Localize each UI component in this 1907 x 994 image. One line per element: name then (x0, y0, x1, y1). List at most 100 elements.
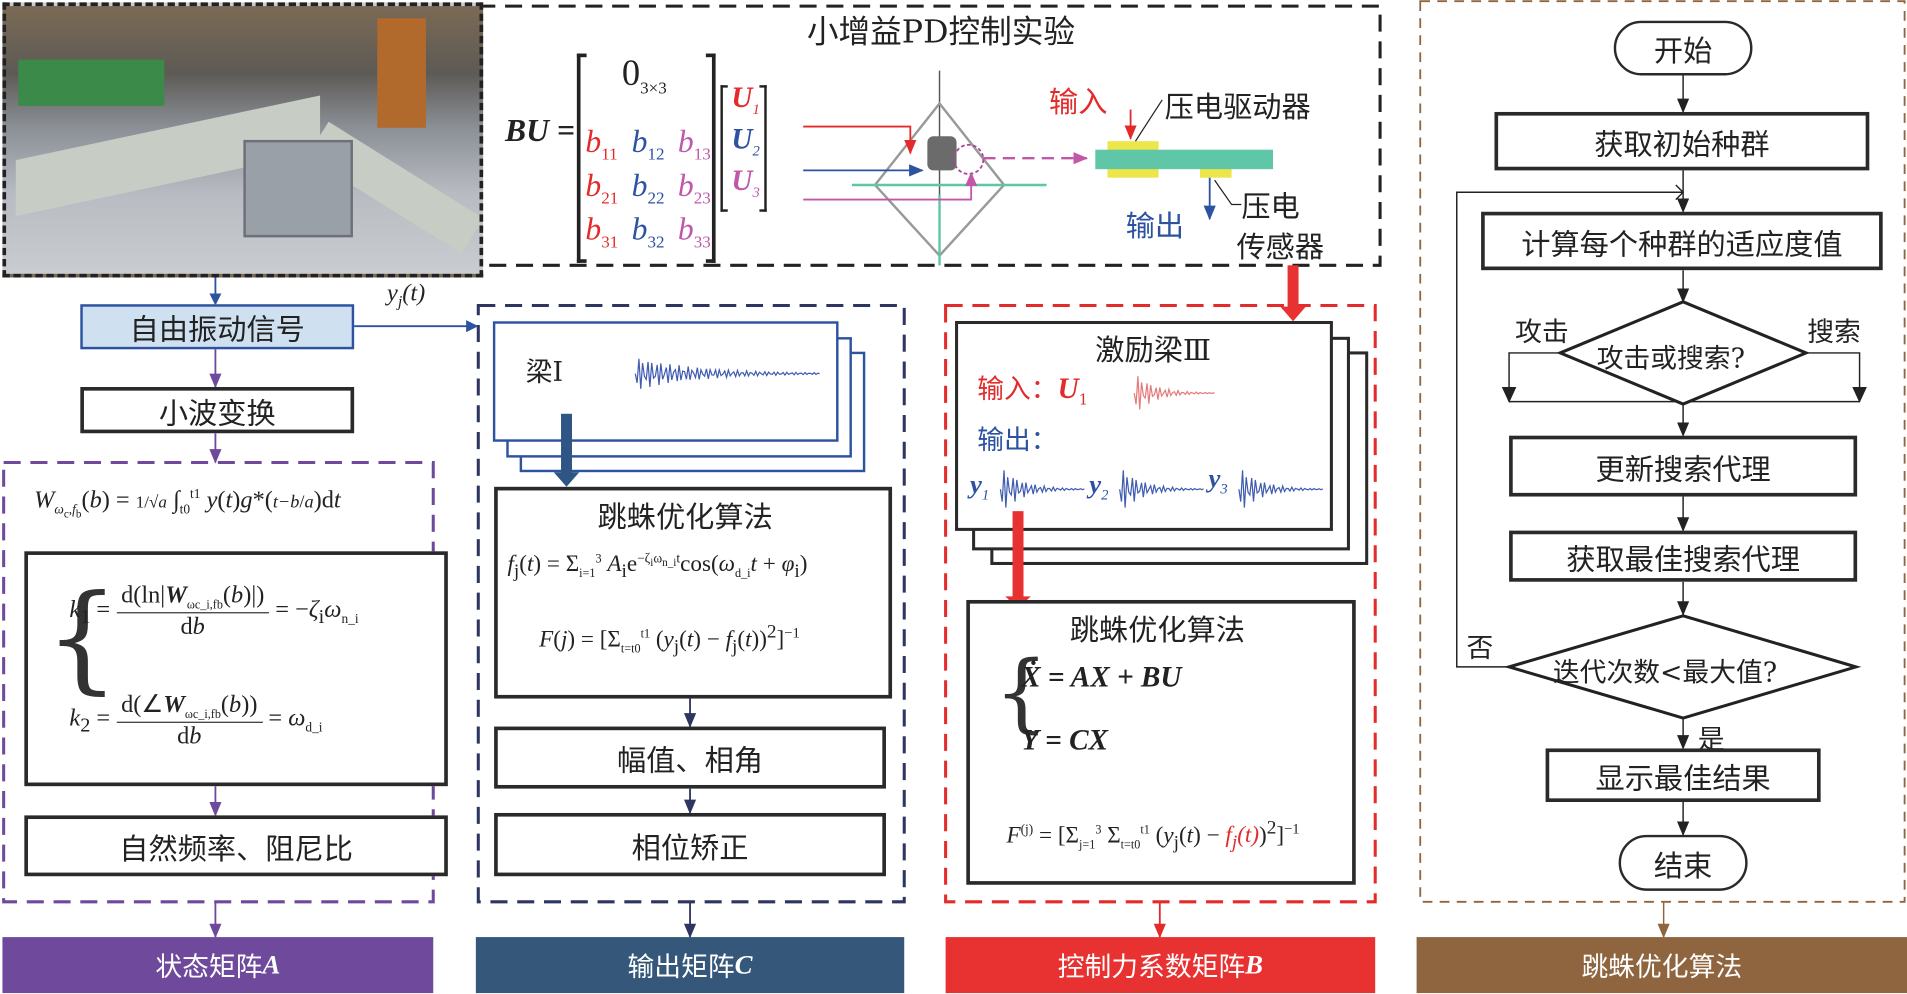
brace-left: { (45, 569, 120, 706)
vec-bracket-right (759, 85, 767, 212)
output-waveform-y1 (999, 470, 1085, 508)
F-formula-center: F(j) = [Σt=t0t1 (yj(t) − fj(t))2]−1 (539, 621, 800, 658)
output-waveform-y2 (1119, 470, 1204, 508)
flow-branch-search: 搜索 (1807, 317, 1861, 349)
flowchart-connectors (1456, 74, 1867, 939)
excite-waves (999, 376, 1324, 508)
excite-input-text: 输入： (977, 374, 1058, 406)
matrix-cell-b33: b33 (677, 211, 711, 253)
vector-U3: U3 (731, 165, 760, 201)
matrix-cell-b13: b13 (677, 124, 711, 165)
flow-decision-iterations: 迭代次数<最大值? (1552, 658, 1778, 689)
red-mid-arrow-shaft (1012, 511, 1024, 599)
beam-waveform (634, 358, 820, 389)
bracket-right (705, 53, 716, 263)
matrix-cell-b22: b22 (631, 167, 665, 209)
matrix-cell-b12: b12 (631, 124, 665, 165)
circuit-board (18, 59, 165, 106)
matrix-lhs-text: BU (505, 113, 550, 149)
jso-title-center: 跳蛛优化算法 (597, 500, 773, 535)
flow-start: 开始 (1613, 20, 1753, 76)
navy-big-arrow-shaft (561, 413, 572, 475)
actuator-label: 压电驱动器 (1164, 90, 1311, 125)
k2-formula: k2 = d(∠Wωc_i,fb(b))db = ωd_i (69, 689, 322, 751)
output-y1: y1 (969, 468, 990, 504)
matrix-cell-b23: b23 (677, 167, 711, 209)
excite-input-var: U (1057, 373, 1079, 406)
vector-U2: U2 (731, 124, 760, 160)
navy-dashed-frame (476, 303, 906, 904)
jso-algorithm-box-right: 跳蛛优化算法 { Ẋ = AX + BU Y = CX F(j) = [Σj=1… (966, 599, 1356, 885)
top-dashed-frame (476, 4, 1382, 267)
footer-output-var: C (734, 949, 753, 980)
k1-formula: k1 = d(ln|Wωc_i,fb(b)|)db = −ζiωn_i (69, 581, 359, 641)
natural-frequency-damping-box: 自然频率、阻尼比 (24, 815, 448, 877)
matrix-lhs: BU = (505, 113, 575, 149)
beam-stack-1 (492, 321, 839, 442)
output-waveform-y3 (1238, 470, 1324, 508)
excite-input-label: 输入：U1 (977, 368, 1088, 409)
free-vibration-signal-box: 自由振动信号 (80, 304, 355, 350)
amplitude-phase-box: 幅值、相角 (494, 726, 886, 789)
flow-end: 结束 (1618, 834, 1748, 891)
vector-U1: U1 (731, 82, 760, 118)
matrix-cell-b31: b31 (585, 211, 619, 253)
flow-no-label: 否 (1466, 634, 1494, 665)
excite-output-label: 输出： (977, 425, 1058, 457)
wavelet-transform-box: 小波变换 (80, 387, 355, 434)
output-y2: y2 (1089, 468, 1109, 504)
navy-big-arrow-head (553, 472, 580, 487)
flow-decision-attack-search: 攻击或搜索? (1596, 344, 1745, 375)
brown-dashed-frame (1419, 0, 1906, 903)
zero-text: 0 (621, 53, 641, 94)
jso-algorithm-box-center: 跳蛛优化算法 fj(t) = Σi=13 Aie−ζiωn_itcos(ωd_i… (494, 486, 893, 699)
output-label-top: 输出 (1125, 209, 1185, 244)
zero-sub: 3×3 (640, 80, 667, 99)
fj-formula: fj(t) = Σi=13 Aie−ζiωn_itcos(ωd_it + φi) (507, 551, 808, 582)
flow-step-init-population: 获取初始种群 (1494, 111, 1870, 171)
matrix-B: 03×3 b11 b12 b13 b21 b22 b23 b31 b32 b33 (576, 53, 716, 263)
decision-diamond-attack-search (1556, 300, 1810, 406)
flow-step-compute-fitness: 计算每个种群的适应度值 (1481, 211, 1883, 271)
flow-step-best-agent: 获取最佳搜索代理 (1509, 530, 1858, 582)
excite-input-sub: 1 (1078, 391, 1088, 409)
beam-wave (634, 358, 820, 389)
wavelet-formula: Wωc,fb(b) = 1/√a ∫t0t1 y(t)g*(t−b/a)dt (34, 486, 341, 520)
experiment-title: 小增益PD控制实验 (806, 14, 1076, 52)
red-big-arrow-shaft (1287, 265, 1299, 310)
F-formula-right: F(j) = [Σj=13 Σt=t0t1 (yj(t) − fj(t))2]−… (1006, 817, 1300, 854)
matrix-cell-b11: b11 (585, 124, 618, 165)
brace-right: { (994, 642, 1049, 743)
input-waveform-u1 (1133, 376, 1215, 410)
excite-beam-title: 激励梁Ⅲ (1095, 333, 1212, 368)
sensor-label-2: 传感器 (1236, 230, 1325, 265)
flow-branch-attack: 攻击 (1515, 317, 1569, 349)
matrix-cell-b21: b21 (585, 167, 619, 209)
beam-label: 梁I (525, 357, 564, 389)
footer-control-var: B (1245, 949, 1264, 980)
red-big-arrow-head (1280, 306, 1306, 322)
state-equation-1: Ẋ = AX + BU (1021, 662, 1182, 694)
output-y3: y3 (1208, 462, 1228, 498)
chair (377, 18, 426, 128)
footer-state-text: 状态矩阵 (155, 952, 263, 984)
decision-diamond-iterations (1503, 614, 1862, 720)
flow-step-update-agents: 更新搜索代理 (1509, 435, 1858, 497)
bracket-left (576, 53, 587, 263)
vec-bracket-left (720, 85, 728, 212)
matrix-cell-b32: b32 (631, 211, 665, 253)
k-formula-box: { k1 = d(ln|Wωc_i,fb(b)|)db = −ζiωn_i k2… (24, 551, 448, 787)
signal-label-yj: yj(t) (387, 279, 426, 311)
zero-block: 03×3 (622, 54, 667, 100)
flow-step-show-result: 显示最佳结果 (1545, 748, 1821, 803)
state-equation-2: Y = CX (1021, 725, 1109, 757)
phase-correction-box: 相位矫正 (494, 812, 886, 877)
jso-title-right: 跳蛛优化算法 (1069, 613, 1245, 648)
input-label-top: 输入 (1049, 85, 1108, 120)
footer-control-text: 控制力系数矩阵 (1057, 952, 1246, 984)
structure-drawing (803, 70, 1273, 266)
